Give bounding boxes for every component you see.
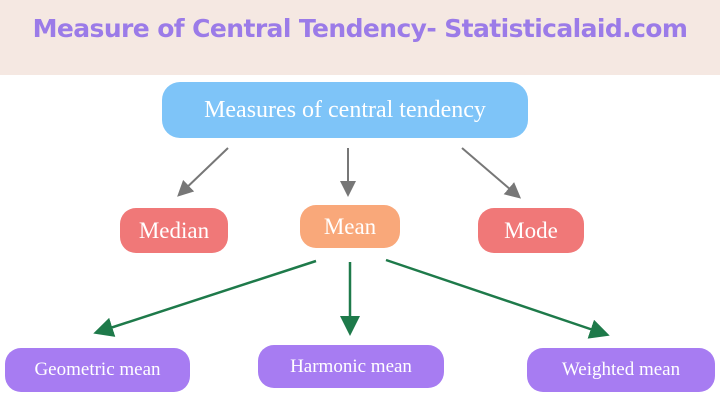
node-mean: Mean [300, 205, 400, 248]
arrow-root-to-median [177, 147, 229, 197]
node-weighted-mean: Weighted mean [527, 348, 715, 392]
arrow-root-to-mode [461, 147, 522, 199]
node-mode: Mode [478, 208, 584, 253]
node-mode-label: Mode [504, 217, 558, 243]
arrow-mean-to-geometric [93, 259, 317, 337]
page-title: Measure of Central Tendency- Statistical… [32, 14, 688, 43]
node-median-label: Median [138, 217, 210, 243]
node-geometric-mean: Geometric mean [5, 348, 190, 392]
node-weighted-mean-label: Weighted mean [561, 359, 681, 380]
node-root: Measures of central tendency [162, 82, 528, 138]
header-band: Measure of Central Tendency- Statistical… [0, 0, 720, 75]
node-harmonic-mean: Harmonic mean [258, 345, 444, 388]
node-median: Median [120, 208, 228, 253]
arrow-mean-to-weighted [385, 258, 610, 339]
node-root-label: Measures of central tendency [204, 96, 486, 123]
node-harmonic-mean-label: Harmonic mean [290, 355, 412, 377]
node-geometric-mean-label: Geometric mean [34, 359, 161, 380]
node-mean-label: Mean [323, 213, 377, 239]
